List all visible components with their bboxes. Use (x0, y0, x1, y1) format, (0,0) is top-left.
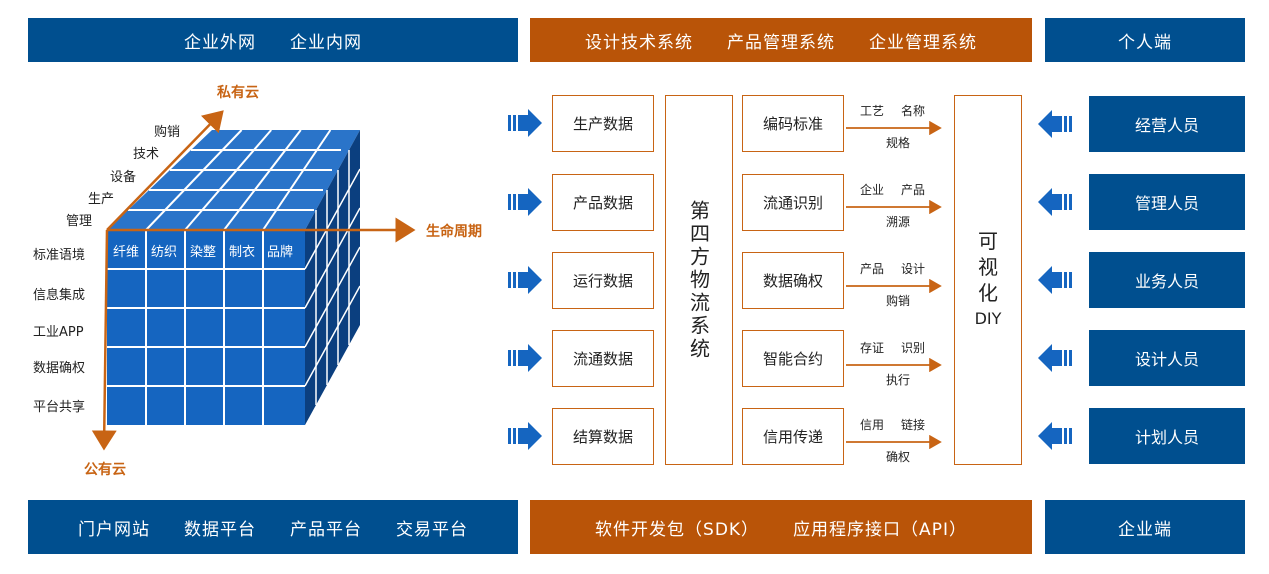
feature-flow-arrows (846, 120, 942, 450)
feature-recognition: 识别 (901, 341, 926, 355)
depth-label-technology: 技术 (133, 147, 160, 162)
lifecycle-label: 生命周期 (426, 224, 482, 240)
bottom-bar-interfaces: 软件开发包（SDK） 应用程序接口（API） (530, 500, 1032, 554)
row-label-industrial-app: 工业APP (33, 325, 84, 340)
role-planning-staff: 计划人员 (1089, 408, 1245, 464)
center-system-label: 第四方物流系统 (686, 199, 711, 361)
design-tech-system-label: 设计技术系统 (585, 32, 693, 53)
row-label-data-rights: 数据确权 (33, 361, 86, 376)
private-cloud-label: 私有云 (217, 85, 259, 101)
fourth-party-logistics-system: 第四方物流系统 (665, 95, 733, 465)
row-label-info-integration: 信息集成 (33, 288, 86, 303)
visual-char-2: 视 (978, 255, 998, 279)
trade-platform-label: 交易平台 (396, 519, 468, 540)
feature-purchase-sales: 购销 (886, 294, 911, 308)
feature-product-2: 产品 (860, 262, 885, 276)
sdk-label: 软件开发包（SDK） (595, 519, 760, 540)
visual-char-3: 化 (978, 281, 998, 305)
feature-credit: 信用 (860, 418, 885, 432)
bottom-bar-enterprise: 企业端 (1045, 500, 1245, 554)
feature-name: 名称 (901, 104, 926, 118)
feature-execution: 执行 (886, 373, 911, 387)
bottom-bar-platforms: 门户网站 数据平台 产品平台 交易平台 (28, 500, 518, 554)
circulation-identification-box: 流通识别 (742, 174, 844, 231)
input-arrows-left (508, 109, 542, 450)
feature-spec: 规格 (886, 136, 911, 150)
settlement-data-box: 结算数据 (552, 408, 654, 465)
production-data-box: 生产数据 (552, 95, 654, 152)
coding-standard-box: 编码标准 (742, 95, 844, 152)
feature-link: 链接 (901, 418, 926, 432)
visual-diy: DIY (974, 309, 1002, 328)
product-management-system-label: 产品管理系统 (727, 32, 835, 53)
feature-evidence: 存证 (860, 341, 885, 355)
input-arrows-right (1038, 110, 1072, 450)
smart-contract-box: 智能合约 (742, 330, 844, 387)
category-brand: 品牌 (267, 245, 294, 260)
visualization-diy-box: 可 视 化 DIY (954, 95, 1022, 465)
feature-product: 产品 (901, 183, 926, 197)
api-label: 应用程序接口（API） (793, 519, 967, 540)
public-cloud-label: 公有云 (84, 462, 126, 478)
enterprise-intranet-label: 企业内网 (290, 32, 362, 53)
private-cloud-axis-arrow (106, 110, 224, 231)
enterprise-end-label: 企业端 (1118, 519, 1172, 540)
depth-label-purchase-sales: 购销 (154, 125, 181, 140)
top-bar-network: 企业外网 企业内网 (28, 18, 518, 62)
category-garment: 制衣 (229, 245, 256, 260)
role-design-staff: 设计人员 (1089, 330, 1245, 386)
role-operations-staff: 经营人员 (1089, 96, 1245, 152)
cube-front-face (107, 230, 305, 425)
circulation-data-box: 流通数据 (552, 330, 654, 387)
visual-char-1: 可 (978, 229, 998, 253)
role-business-staff: 业务人员 (1089, 252, 1245, 308)
personal-end-label: 个人端 (1118, 32, 1172, 53)
product-data-box: 产品数据 (552, 174, 654, 231)
portal-site-label: 门户网站 (78, 519, 150, 540)
category-dyeing: 染整 (190, 245, 217, 260)
row-label-platform-sharing: 平台共享 (33, 400, 86, 415)
role-management-staff: 管理人员 (1089, 174, 1245, 230)
public-cloud-axis-arrow (91, 229, 117, 451)
data-cube-diagram (91, 110, 416, 451)
data-rights-box: 数据确权 (742, 252, 844, 309)
top-bar-systems: 设计技术系统 产品管理系统 企业管理系统 (530, 18, 1032, 62)
cube-top-face (107, 129, 360, 231)
feature-design: 设计 (901, 262, 926, 276)
feature-rights-confirm: 确权 (886, 450, 911, 464)
enterprise-extranet-label: 企业外网 (184, 32, 256, 53)
data-platform-label: 数据平台 (184, 519, 256, 540)
feature-craft: 工艺 (860, 104, 885, 118)
row-label-standard-context: 标准语境 (33, 248, 86, 263)
category-fiber: 纤维 (113, 245, 140, 260)
product-platform-label: 产品平台 (290, 519, 362, 540)
category-textile: 纺织 (151, 245, 178, 260)
enterprise-management-system-label: 企业管理系统 (869, 32, 977, 53)
cube-side-face (304, 130, 361, 425)
depth-label-equipment: 设备 (110, 170, 137, 185)
credit-transfer-box: 信用传递 (742, 408, 844, 465)
feature-traceability: 溯源 (886, 215, 911, 229)
top-bar-personal: 个人端 (1045, 18, 1245, 62)
operation-data-box: 运行数据 (552, 252, 654, 309)
feature-enterprise: 企业 (860, 183, 885, 197)
depth-label-management: 管理 (66, 214, 93, 229)
depth-label-production: 生产 (88, 192, 115, 207)
